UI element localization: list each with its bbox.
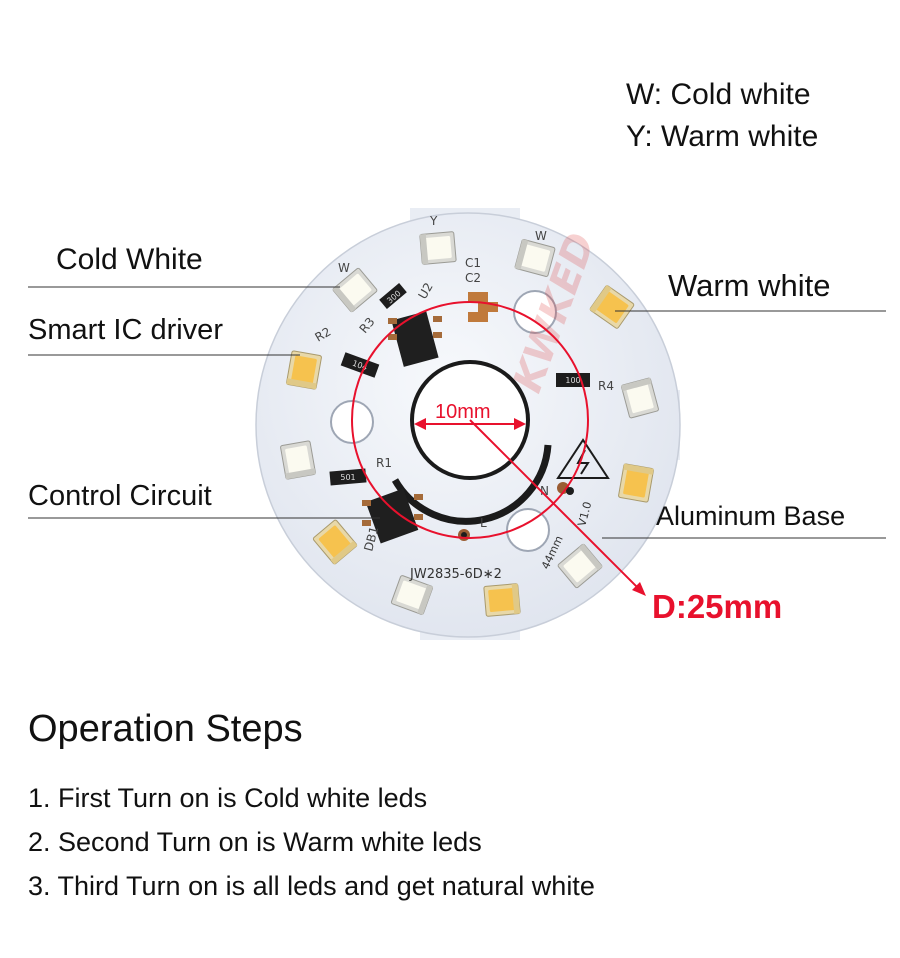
mount-hole-3	[506, 508, 550, 552]
pad-n-hole	[566, 487, 574, 495]
resistor-r1-value: 501	[340, 473, 355, 482]
led-cold-6	[279, 440, 317, 480]
silk-r1: R1	[376, 456, 392, 470]
board-version: V1.0	[575, 500, 594, 528]
diameter-label: D:25mm	[652, 588, 783, 625]
callout-smart-ic: Smart IC driver	[28, 314, 223, 346]
silk-w-1: W	[535, 229, 547, 243]
silk-r2: R2	[313, 324, 334, 344]
silk-w-2: W	[338, 261, 350, 275]
led-cold-1	[419, 231, 457, 265]
led-warm-2	[617, 463, 655, 503]
led-warm-3	[483, 583, 521, 617]
callout-aluminum-base: Aluminum Base	[656, 501, 846, 531]
led-board-diagram: 300 104 100 501 C1 C2 U2 R2 R3 R	[28, 208, 886, 640]
resistor-r1	[329, 468, 367, 486]
resistor-r3	[379, 283, 407, 309]
hole-arrow-right	[514, 418, 526, 430]
ic-u2	[388, 311, 442, 367]
callout-cold-white: Cold White	[56, 243, 203, 276]
steps-title: Operation Steps	[28, 708, 303, 750]
step-3: 3. Third Turn on is all leds and get nat…	[28, 871, 595, 901]
silk-n: N	[540, 484, 549, 498]
step-2: 2. Second Turn on is Warm white leds	[28, 827, 482, 857]
trace-arc	[391, 444, 552, 525]
callout-warm-white: Warm white	[668, 268, 831, 303]
silk-y-1: Y	[429, 214, 438, 228]
hole-dimension-label: 10mm	[435, 401, 491, 423]
silk-c2: C2	[465, 271, 481, 285]
legend-warm: Y: Warm white	[626, 120, 819, 153]
pad-l-hole	[461, 532, 467, 538]
hole-arrow-left	[414, 418, 426, 430]
led-warm-5	[285, 350, 323, 390]
silk-c1: C1	[465, 256, 481, 270]
step-1: 1. First Turn on is Cold white leds	[28, 783, 428, 813]
diameter-arrow-line	[469, 419, 641, 591]
legend-cold: W: Cold white	[626, 78, 811, 111]
silk-db1: DB1	[361, 525, 381, 553]
rectifier-db1	[362, 488, 423, 544]
callout-control-circuit: Control Circuit	[28, 480, 212, 512]
diameter-arrow-head	[632, 582, 646, 596]
resistor-r2	[340, 352, 380, 378]
resistor-r4-value: 100	[565, 376, 580, 385]
board-model: JW2835-6D∗2	[409, 567, 502, 582]
diameter-circle	[351, 301, 589, 539]
silk-l: L	[480, 516, 487, 530]
capacitors-c1-c2	[468, 292, 498, 322]
silk-r4: R4	[598, 379, 614, 393]
mount-hole-1	[513, 290, 557, 334]
